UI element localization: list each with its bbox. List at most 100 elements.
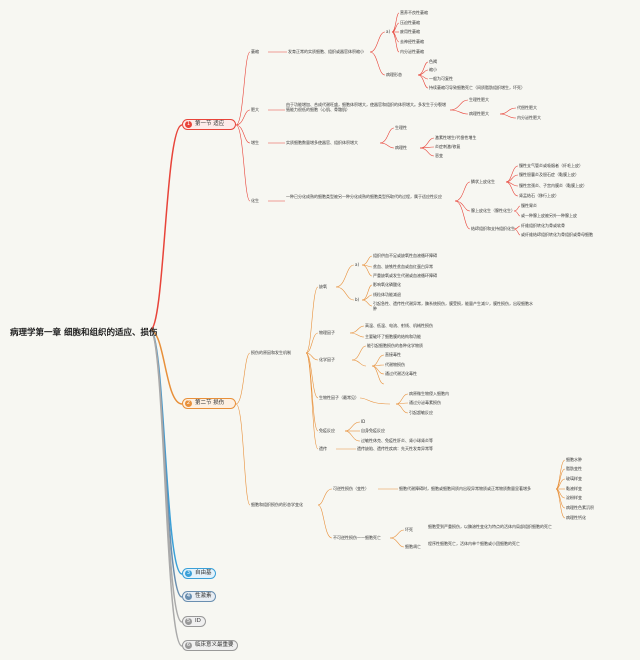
hypertrophy-subtype[interactable]: 内分泌性肥大 [517, 115, 541, 120]
node-hyperplasia[interactable]: 增生 [251, 140, 259, 145]
atrophy-definition: 发育正常的实质细胞、组织或器官体积缩小 [288, 49, 364, 54]
reversible-item[interactable]: 玻璃样变 [566, 476, 582, 481]
patho-item[interactable]: 持续萎缩可导致细胞死亡（间质脂肪组织增生，坏死） [429, 85, 525, 90]
hyperplasia-type[interactable]: 生理性 [395, 125, 407, 130]
section-label: 自由基 [195, 570, 212, 576]
hyperplasia-subtype[interactable]: 炎症刺激/修复 [435, 144, 461, 149]
hypertrophy-type[interactable]: 生理性肥大 [469, 97, 489, 102]
atrophy-type[interactable]: 营养不良性萎缩 [400, 10, 428, 15]
node-morphological-changes[interactable]: 细胞和组织损伤的形态学变化 [251, 502, 303, 507]
metaplasia-subtype[interactable]: 肾盂结石（移行上皮） [519, 193, 559, 198]
bio-item[interactable]: 通过分泌毒素损伤 [409, 400, 441, 405]
section-label: 临床意义最重要 [195, 642, 234, 648]
atrophy-type[interactable]: 压迫性萎缩 [400, 20, 420, 25]
node-hypoxia[interactable]: 缺氧 [319, 284, 327, 289]
metaplasia-definition: 一种已分化成熟的细胞类型被另一种分化成熟的细胞类型所取代的过程，属于适应性反应 [286, 194, 442, 199]
physical-item[interactable]: 高温、低温、电流、射线、机械性损伤 [365, 323, 433, 328]
hypertrophy-definition: 由于功能增加、合成代谢旺盛，细胞体积增大，使器官和组织的体积增大。多发生于分裂增… [286, 102, 446, 112]
apoptosis-definition: 程序性细胞死亡，活体内单个细胞或小团细胞的死亡 [428, 541, 520, 546]
metaplasia-type[interactable]: 结缔组织和支持组织化生 [471, 226, 515, 231]
section-label: 第一节 适应 [195, 121, 225, 127]
section-free-radical[interactable]: 3 自由基 [182, 568, 216, 579]
metaplasia-subtype[interactable]: 或纤维结缔组织转化为骨组织或骨母细胞 [521, 232, 593, 237]
hypertrophy-type[interactable]: 病理性肥大 [469, 111, 489, 116]
node-irreversible-injury[interactable]: 不可逆性损伤——细胞死亡 [333, 535, 381, 540]
bio-item[interactable]: 病原微生物侵入细胞内 [409, 391, 449, 396]
hypoxia-item[interactable]: 贫血、缺铁性贫血或血红蛋白异常 [373, 264, 433, 269]
physical-item[interactable]: 主要破坏了细胞膜的结构和功能 [365, 334, 421, 339]
node-metaplasia[interactable]: 化生 [251, 198, 259, 203]
node-immune-reaction[interactable]: 免疫反应 [319, 428, 335, 433]
atrophy-type[interactable]: 废用性萎缩 [400, 29, 420, 34]
node-genetic[interactable]: 遗传 [319, 446, 327, 451]
hypoxia-item[interactable]: 引起急性、遗传性代谢异常，酶系统损伤，膜受损，能量产生减少，膜性损伤，出现细胞水… [373, 301, 533, 311]
metaplasia-subtype[interactable]: 慢性宫颈炎、子宫内膜炎（黏膜上皮） [519, 183, 587, 188]
section-injury[interactable]: 2 第二节 损伤 [182, 398, 236, 409]
section-number-badge: 4 [185, 593, 192, 600]
reversible-definition: 细胞代谢障碍时，细胞或细胞间质内出现异常物质或正常物质数量显著增多 [399, 486, 531, 491]
reversible-item[interactable]: 病理性色素沉积 [566, 505, 594, 510]
atrophy-type[interactable]: 去神经性萎缩 [400, 39, 424, 44]
hyperplasia-subtype[interactable]: 激素性增生/代偿性增生 [435, 135, 477, 140]
node-hypertrophy[interactable]: 肥大 [251, 107, 259, 112]
chemical-item[interactable]: 代谢物损伤 [385, 362, 405, 367]
chemical-item[interactable]: 能引起细胞损伤的各种化学物质 [367, 343, 423, 348]
hypoxia-item[interactable]: 组织供血不足或缺氧性血液循环障碍 [373, 253, 437, 258]
metaplasia-subtype[interactable]: 慢性胆囊炎及胆石症（黏膜上皮） [519, 172, 579, 177]
immune-item[interactable]: 过敏性休克、免疫性肝炎、肾小球肾炎等 [361, 438, 433, 443]
metaplasia-subtype[interactable]: 或一种腺上皮被另外一种腺上皮 [521, 213, 577, 218]
chemical-item[interactable]: 通过代谢活化毒性 [385, 371, 417, 376]
section-number-badge: 5 [185, 618, 192, 625]
section-label: 性激素 [195, 593, 212, 599]
reversible-item[interactable]: 病理性钙化 [566, 515, 586, 520]
chemical-item[interactable]: 直接毒性 [385, 352, 401, 357]
patho-item[interactable]: 一般为可复性 [429, 76, 453, 81]
node-injury-causes[interactable]: 损伤的原因和发生机制 [251, 350, 291, 355]
section-label: ID [195, 618, 201, 624]
node-a-label: a) [386, 29, 391, 34]
section-adaptation[interactable]: 1 第一节 适应 [182, 119, 236, 130]
section-clinical[interactable]: 6 临床意义最重要 [182, 640, 238, 651]
section-number-badge: 2 [185, 400, 192, 407]
hyperplasia-type[interactable]: 病理性 [395, 145, 407, 150]
metaplasia-subtype[interactable]: 慢性支气管炎或吸烟者（纤毛上皮） [519, 163, 583, 168]
node-chemical-factor[interactable]: 化学因子 [319, 357, 335, 362]
hypoxia-b-label: b) [355, 297, 360, 302]
section-number-badge: 6 [185, 642, 192, 649]
hypoxia-item[interactable]: 严重缺氧或发生代谢或血液循环障碍 [373, 273, 437, 278]
hypoxia-item[interactable]: 影响氧化磷酸化 [373, 282, 401, 287]
root-topic[interactable]: 病理学第一章 细胞和组织的适应、损伤 [10, 328, 158, 338]
metaplasia-type[interactable]: 鳞状上皮化生 [471, 179, 495, 184]
genetic-item[interactable]: 遗传缺陷、遗传性疾病：先天性发育异常等 [357, 446, 433, 451]
node-reversible-injury[interactable]: 可逆性损伤（变性） [333, 486, 369, 491]
immune-item[interactable]: 自身免疫反应 [361, 428, 385, 433]
node-atrophy[interactable]: 萎缩 [251, 49, 259, 54]
hypoxia-item[interactable]: 线粒体功能减退 [373, 292, 401, 297]
node-necrosis[interactable]: 坏死 [405, 527, 413, 532]
hyperplasia-subtype[interactable]: 恶变 [435, 153, 443, 158]
necrosis-definition: 细胞受到严重损伤，以酶溶性变化为特点的活体内局部组织细胞的死亡 [428, 524, 552, 529]
metaplasia-subtype[interactable]: 纤维组织转化为骨或软骨 [521, 223, 565, 228]
reversible-item[interactable]: 脂肪变性 [566, 466, 582, 471]
section-sex-hormone[interactable]: 4 性激素 [182, 591, 216, 602]
patho-item[interactable]: 缩小 [429, 67, 437, 72]
section-number-badge: 1 [185, 121, 192, 128]
reversible-item[interactable]: 淀粉样变 [566, 495, 582, 500]
bio-item[interactable]: 引起超敏反应 [409, 410, 433, 415]
metaplasia-type[interactable]: 腺上皮化生（腺性化生） [471, 208, 515, 213]
metaplasia-subtype[interactable]: 慢性胃炎 [521, 203, 537, 208]
node-biological-factor[interactable]: 生物性因子（最常见） [319, 395, 359, 400]
hypoxia-a-label: a) [355, 262, 360, 267]
hypertrophy-subtype[interactable]: 代偿性肥大 [517, 105, 537, 110]
reversible-item[interactable]: 黏液样变 [566, 486, 582, 491]
patho-item[interactable]: 色褐 [429, 59, 437, 64]
reversible-item[interactable]: 细胞水肿 [566, 457, 582, 462]
immune-item[interactable]: ID [361, 419, 366, 424]
node-apoptosis[interactable]: 细胞凋亡 [405, 544, 421, 549]
node-pathology-morph[interactable]: 病理形态 [386, 72, 402, 77]
atrophy-type[interactable]: 内分泌性萎缩 [400, 49, 424, 54]
section-id[interactable]: 5 ID [182, 616, 206, 627]
section-number-badge: 3 [185, 570, 192, 577]
node-physical-factor[interactable]: 物理因子 [319, 330, 335, 335]
